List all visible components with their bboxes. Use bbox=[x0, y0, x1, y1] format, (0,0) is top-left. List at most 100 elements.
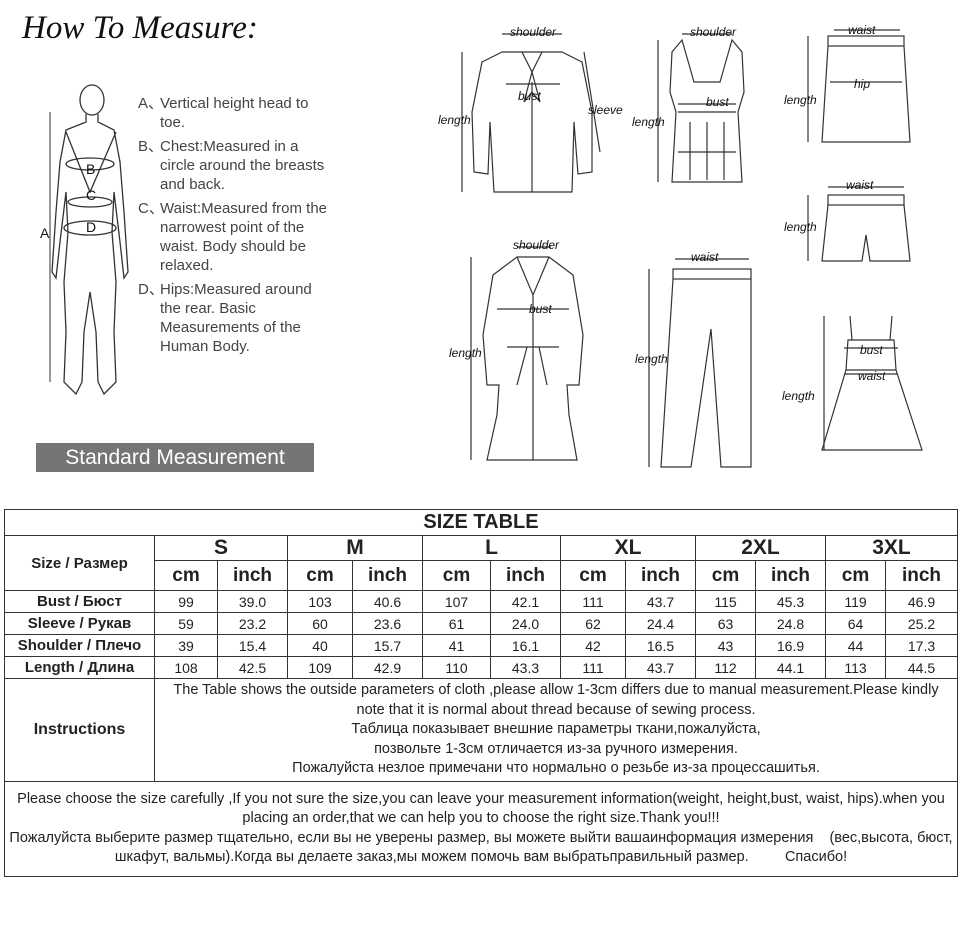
vest-diagram: shoulder bust length bbox=[632, 22, 772, 192]
table-cell: 15.7 bbox=[352, 634, 423, 657]
size-table: SIZE TABLE Size / Размер S M L XL 2XL 3X… bbox=[4, 509, 958, 877]
table-cell: 24.0 bbox=[490, 612, 561, 635]
body-outline-figure: A B C D bbox=[40, 84, 129, 396]
table-cell: 42.5 bbox=[217, 656, 288, 679]
unit-header: cm bbox=[695, 560, 756, 591]
size-header: 2XL bbox=[695, 535, 826, 561]
row-label: Shoulder / Плечо bbox=[4, 634, 155, 657]
table-cell: 64 bbox=[825, 612, 886, 635]
label-shoulder: shoulder bbox=[690, 25, 737, 39]
unit-header: cm bbox=[422, 560, 491, 591]
unit-header: inch bbox=[490, 560, 561, 591]
label-length: length bbox=[449, 346, 482, 360]
coat-diagram: shoulder bust length bbox=[447, 235, 617, 470]
skirt-diagram: waist hip length bbox=[782, 22, 932, 152]
table-cell: 23.2 bbox=[217, 612, 288, 635]
size-header: L bbox=[422, 535, 561, 561]
size-header: XL bbox=[560, 535, 696, 561]
legend-item: A、 Vertical height head to toe. bbox=[138, 95, 309, 131]
size-choice-note: Please choose the size carefully ,If you… bbox=[4, 780, 958, 877]
unit-header: cm bbox=[287, 560, 353, 591]
table-cell: 42.1 bbox=[490, 590, 561, 613]
row-label: Bust / Бюст bbox=[4, 590, 155, 613]
table-cell: 107 bbox=[422, 590, 491, 613]
table-cell: 61 bbox=[422, 612, 491, 635]
table-cell: 113 bbox=[825, 656, 886, 679]
table-cell: 103 bbox=[287, 590, 353, 613]
table-cell: 15.4 bbox=[217, 634, 288, 657]
mark-b: B bbox=[86, 161, 95, 177]
row-label: Length / Длина bbox=[4, 656, 155, 679]
table-cell: 115 bbox=[695, 590, 756, 613]
table-cell: 63 bbox=[695, 612, 756, 635]
table-cell: 24.8 bbox=[755, 612, 826, 635]
legend-item: C、 Waist:Measured from the narrowest poi… bbox=[138, 200, 327, 274]
unit-header: inch bbox=[755, 560, 826, 591]
row-label: Sleeve / Рукав bbox=[4, 612, 155, 635]
table-cell: 110 bbox=[422, 656, 491, 679]
page-title: How To Measure: bbox=[22, 10, 258, 46]
table-cell: 43.3 bbox=[490, 656, 561, 679]
table-cell: 112 bbox=[695, 656, 756, 679]
table-cell: 39 bbox=[154, 634, 218, 657]
label-length: length bbox=[632, 115, 665, 129]
label-waist: waist bbox=[846, 178, 874, 192]
mark-c: C bbox=[86, 187, 96, 203]
table-cell: 119 bbox=[825, 590, 886, 613]
table-cell: 45.3 bbox=[755, 590, 826, 613]
unit-header: inch bbox=[625, 560, 696, 591]
table-cell: 43.7 bbox=[625, 656, 696, 679]
table-cell: 44 bbox=[825, 634, 886, 657]
table-cell: 41 bbox=[422, 634, 491, 657]
label-length: length bbox=[784, 93, 817, 107]
label-bust: bust bbox=[860, 343, 883, 357]
label-waist: waist bbox=[848, 23, 876, 37]
label-hip: hip bbox=[854, 77, 870, 91]
table-cell: 60 bbox=[287, 612, 353, 635]
table-cell: 108 bbox=[154, 656, 218, 679]
unit-header: inch bbox=[885, 560, 958, 591]
table-cell: 40.6 bbox=[352, 590, 423, 613]
table-cell: 42.9 bbox=[352, 656, 423, 679]
unit-header: cm bbox=[560, 560, 626, 591]
table-cell: 24.4 bbox=[625, 612, 696, 635]
label-waist: waist bbox=[691, 250, 719, 264]
label-shoulder: shoulder bbox=[513, 238, 560, 252]
table-cell: 44.5 bbox=[885, 656, 958, 679]
shorts-diagram: waist length bbox=[782, 175, 932, 275]
label-length: length bbox=[438, 113, 471, 127]
table-cell: 62 bbox=[560, 612, 626, 635]
unit-header: inch bbox=[352, 560, 423, 591]
size-header: M bbox=[287, 535, 423, 561]
label-length: length bbox=[784, 220, 817, 234]
table-cell: 17.3 bbox=[885, 634, 958, 657]
table-cell: 111 bbox=[560, 656, 626, 679]
label-length: length bbox=[635, 352, 668, 366]
instructions-text: The Table shows the outside parameters o… bbox=[154, 678, 958, 782]
table-cell: 111 bbox=[560, 590, 626, 613]
table-cell: 16.9 bbox=[755, 634, 826, 657]
unit-header: cm bbox=[825, 560, 886, 591]
table-cell: 42 bbox=[560, 634, 626, 657]
table-cell: 40 bbox=[287, 634, 353, 657]
table-cell: 46.9 bbox=[885, 590, 958, 613]
table-cell: 16.5 bbox=[625, 634, 696, 657]
table-cell: 44.1 bbox=[755, 656, 826, 679]
dress-diagram: bust waist length bbox=[782, 310, 942, 470]
table-cell: 39.0 bbox=[217, 590, 288, 613]
unit-header: cm bbox=[154, 560, 218, 591]
size-header: S bbox=[154, 535, 288, 561]
label-shoulder: shoulder bbox=[510, 25, 557, 39]
table-title: SIZE TABLE bbox=[4, 509, 958, 536]
label-sleeve: sleeve bbox=[588, 103, 623, 117]
table-cell: 16.1 bbox=[490, 634, 561, 657]
legend-item: D、 Hips:Measured around the rear. Basic … bbox=[138, 281, 312, 355]
pants-diagram: waist length bbox=[635, 245, 765, 475]
size-header: 3XL bbox=[825, 535, 958, 561]
table-cell: 99 bbox=[154, 590, 218, 613]
blouse-diagram: shoulder bust sleeve length bbox=[432, 22, 632, 202]
